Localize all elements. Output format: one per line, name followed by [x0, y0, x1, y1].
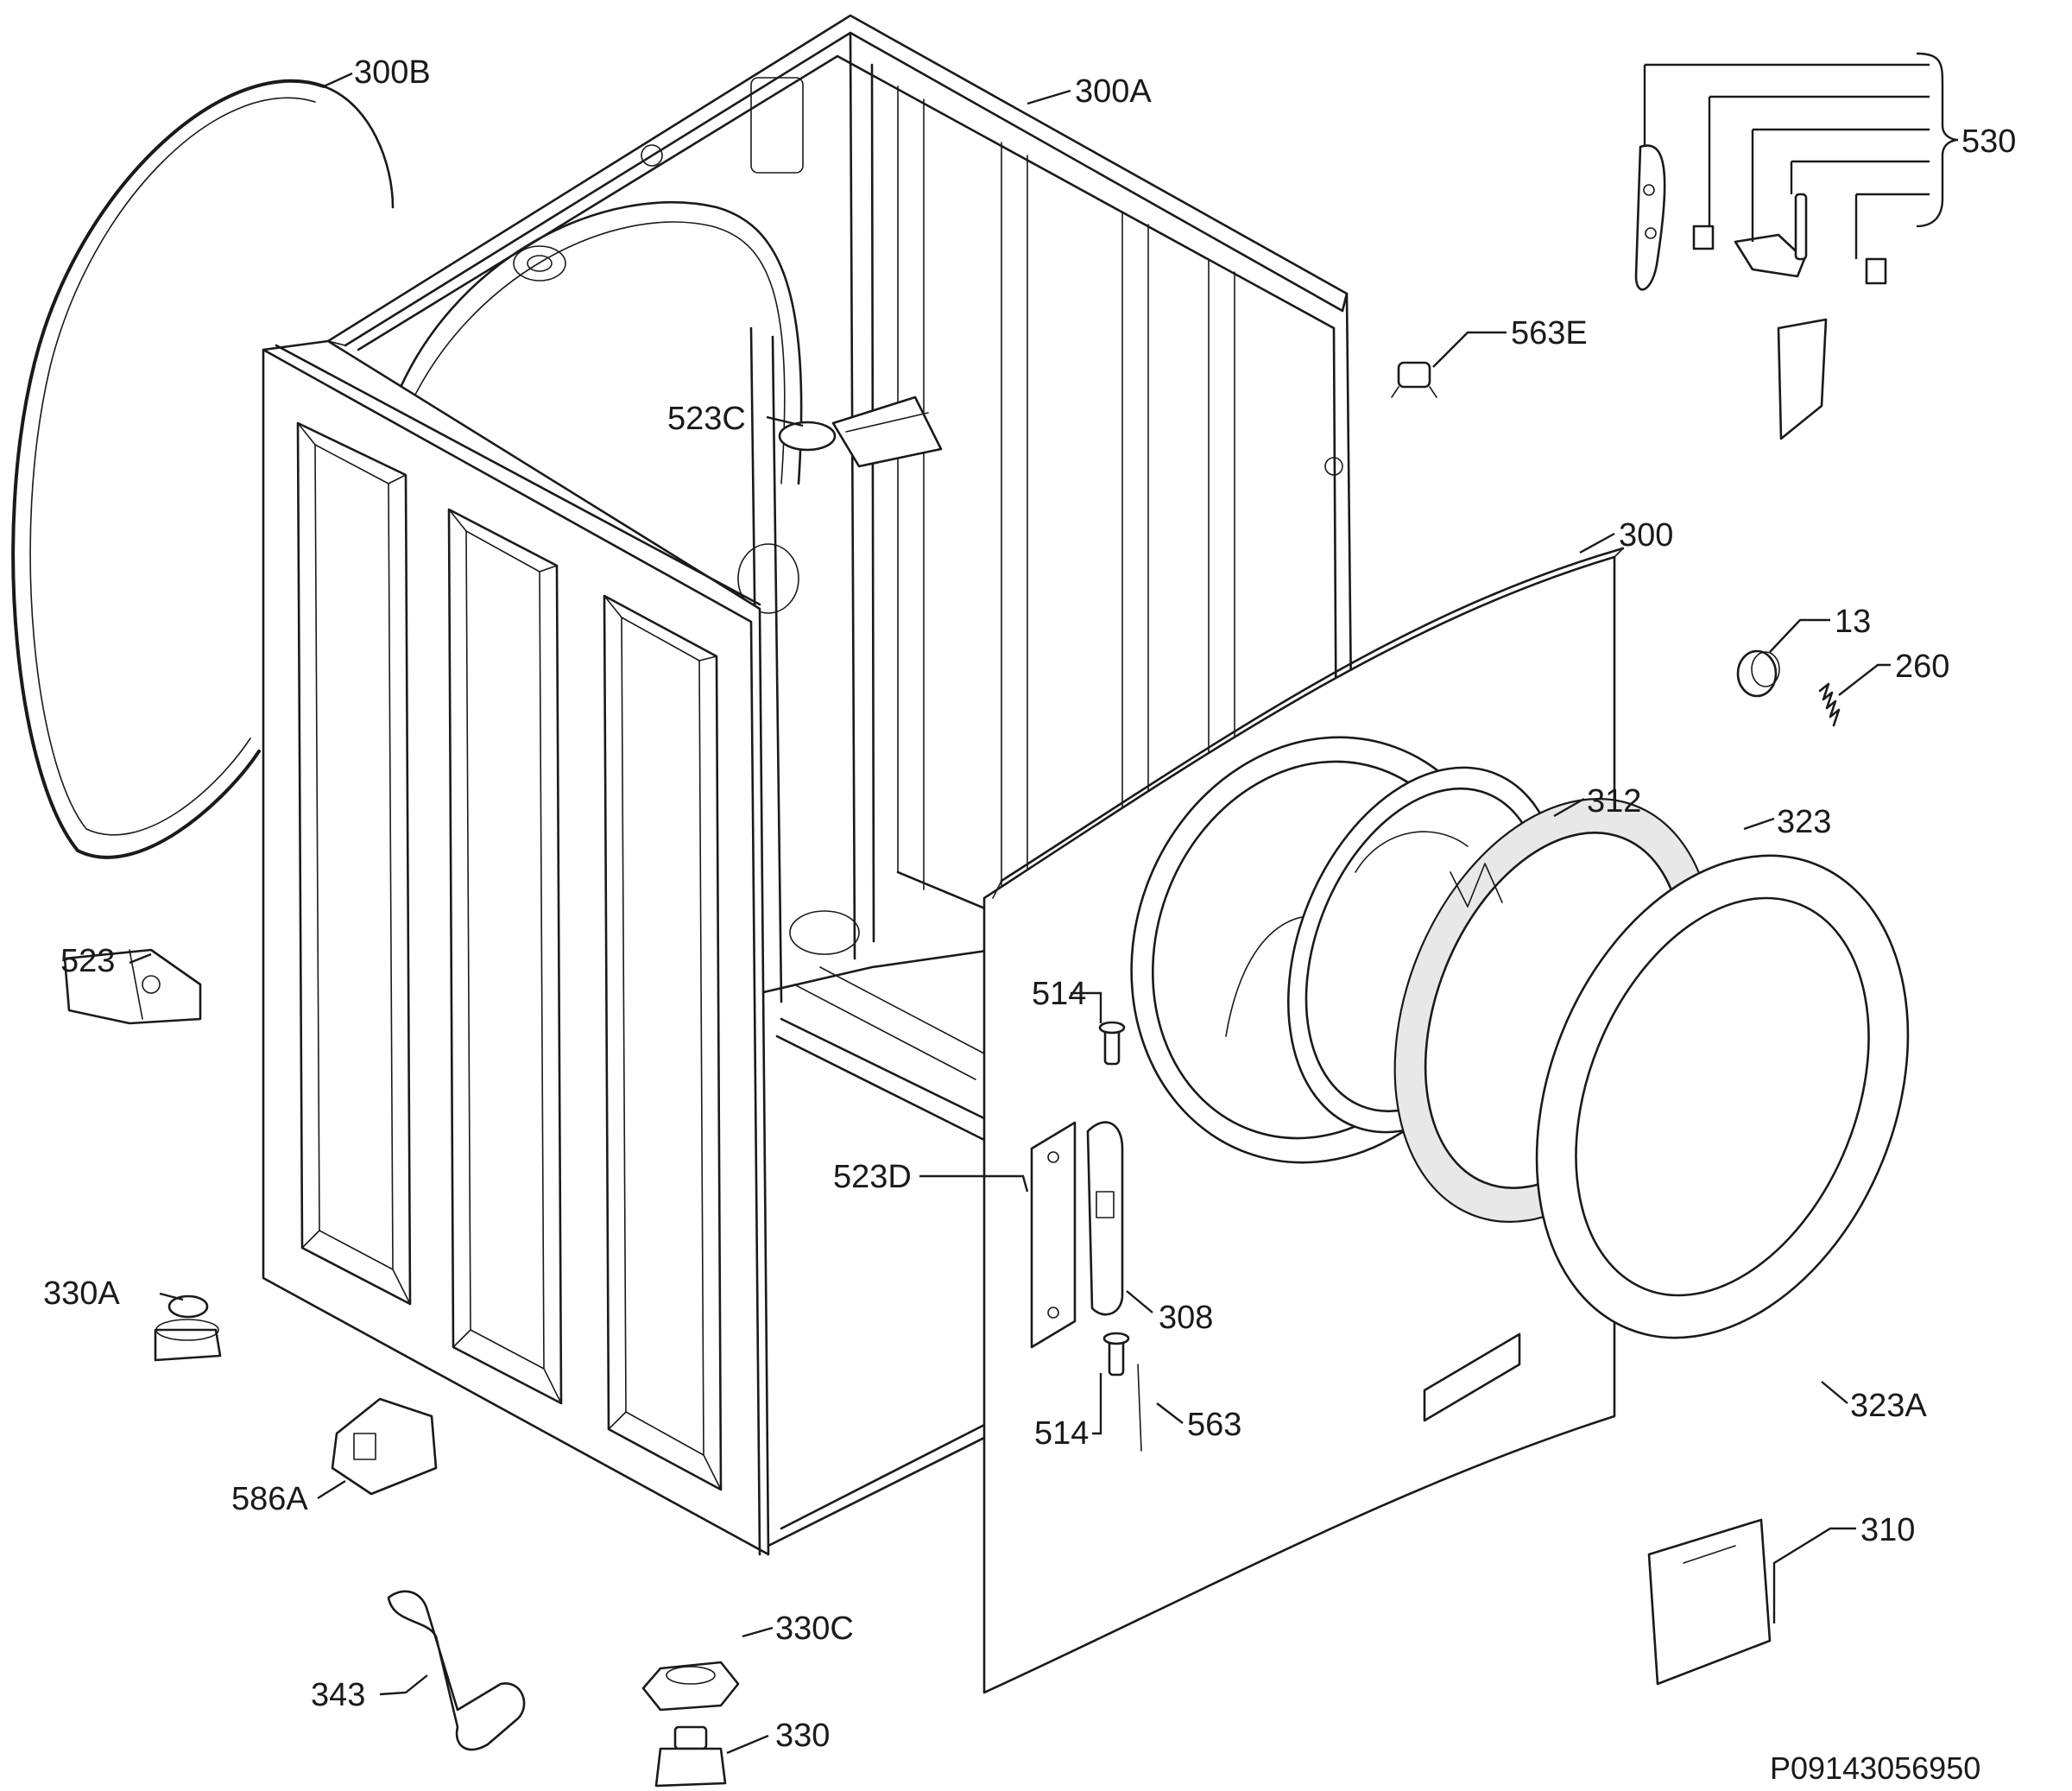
knob-part [1736, 649, 1780, 698]
callout-260: 260 [1895, 649, 1949, 685]
callout-323a: 323A [1850, 1388, 1927, 1424]
hose-clamp [778, 396, 943, 468]
callout-13: 13 [1835, 604, 1871, 640]
document-id: P09143056950 [1770, 1750, 1980, 1786]
hinge-kit-parts [1634, 144, 1887, 440]
callout-530: 530 [1961, 123, 2016, 160]
callout-523d: 523D [833, 1159, 912, 1195]
callout-523c: 523C [667, 401, 746, 437]
callout-330: 330 [775, 1718, 830, 1754]
door-seal-ring [11, 79, 395, 859]
wrench-tool [387, 1590, 526, 1751]
callout-312: 312 [1587, 783, 1641, 820]
bracket-part-586a [331, 1397, 438, 1496]
foot-part [654, 1725, 727, 1788]
leader-lines [129, 52, 1959, 1755]
callout-343: 343 [311, 1677, 365, 1713]
callout-523: 523 [60, 943, 115, 979]
switch-part [1391, 361, 1437, 398]
hinge-pin-bottom [1102, 1332, 1130, 1376]
callout-586a: 586A [231, 1481, 308, 1517]
callout-300b: 300B [354, 54, 431, 91]
door-hinge [1030, 1121, 1077, 1349]
callout-300: 300 [1619, 517, 1673, 554]
foot-part-a [154, 1294, 222, 1362]
callout-310: 310 [1860, 1512, 1915, 1548]
callout-563e: 563E [1511, 315, 1588, 351]
callout-330c: 330C [775, 1611, 854, 1647]
side-panel [262, 339, 770, 1556]
door-outer-ring [1535, 854, 1910, 1339]
callout-330a: 330A [43, 1275, 120, 1312]
callout-514-top: 514 [1032, 976, 1086, 1012]
spring-part [1818, 682, 1841, 727]
callout-514-bottom: 514 [1034, 1415, 1089, 1452]
bracket-part [63, 948, 202, 1025]
hinge-pin-top [1098, 1021, 1126, 1066]
callout-308: 308 [1159, 1300, 1213, 1336]
callout-labels: 300B 300A 530 563E 523C 300 13 260 312 3… [43, 54, 2016, 1754]
door-wire [1137, 1364, 1142, 1452]
cover-flap [1647, 1518, 1772, 1686]
foot-nut [641, 1661, 740, 1712]
door-lock [1086, 1121, 1124, 1316]
callout-563: 563 [1187, 1407, 1241, 1443]
callout-300a: 300A [1075, 73, 1152, 110]
callout-323: 323 [1777, 804, 1831, 840]
